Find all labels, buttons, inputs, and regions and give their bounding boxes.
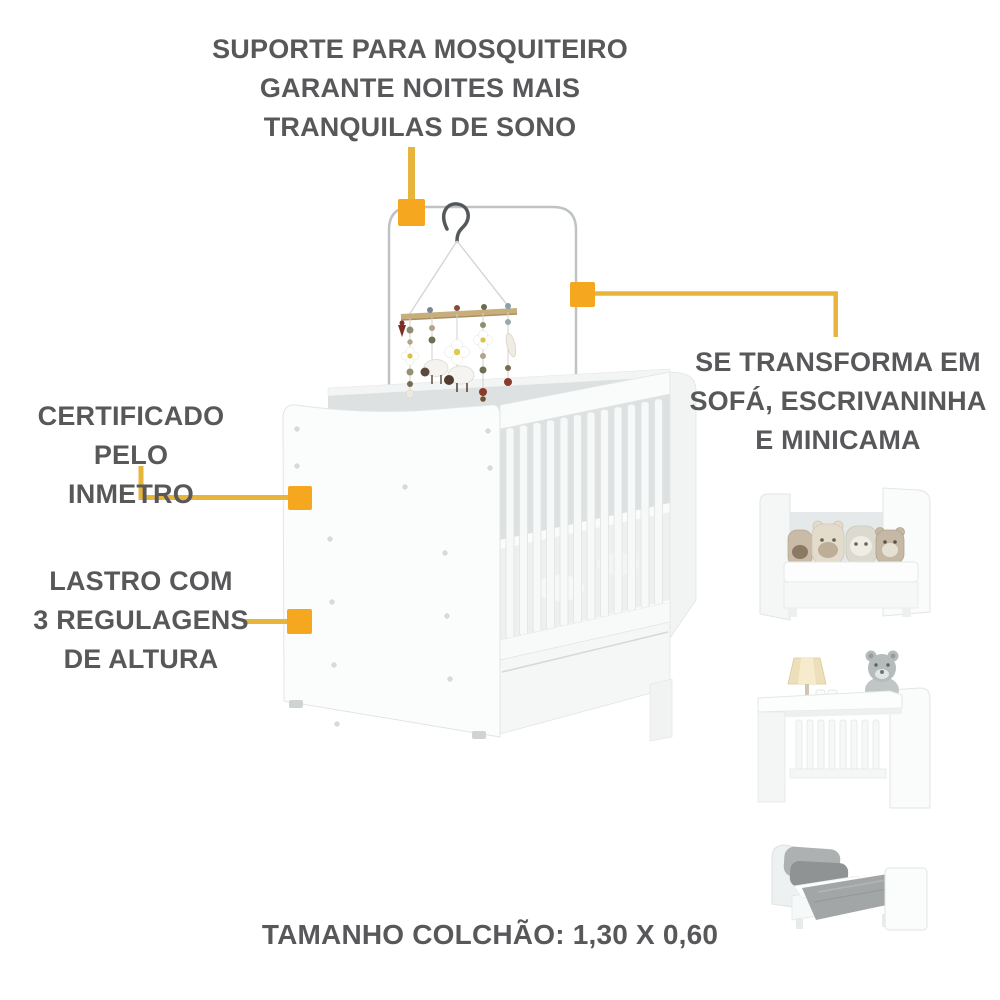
crib-side-panel xyxy=(282,404,501,739)
callout-connector-transforma xyxy=(570,282,838,337)
headline-line: SUPORTE PARA MOSQUITEIRO xyxy=(212,34,628,64)
callout-line: SE TRANSFORMA EM xyxy=(695,347,981,377)
callout-connector-lastro xyxy=(243,609,312,634)
headline-line: GARANTE NOITES MAIS xyxy=(259,73,581,103)
callout-line: DE ALTURA xyxy=(63,644,219,674)
callout-inmetro: CERTIFICADO PELO INMETRO xyxy=(0,397,262,514)
callout-marker xyxy=(287,609,312,634)
callout-line: 3 REGULAGENS xyxy=(33,605,249,635)
variant-sofa-image xyxy=(759,487,931,621)
mobile-daisies xyxy=(400,330,493,366)
mobile-beads xyxy=(405,319,512,402)
headline-line: TRANQUILAS DE SONO xyxy=(263,112,577,142)
callout-lastro: LASTRO COM 3 REGULAGENS DE ALTURA xyxy=(10,562,272,679)
headline-mosquito-net: SUPORTE PARA MOSQUITEIRO GARANTE NOITES … xyxy=(120,30,720,147)
baby-mobile xyxy=(398,240,518,402)
desk-slats xyxy=(795,719,880,771)
callout-line: SOFÁ, ESCRIVANINHA xyxy=(689,386,987,416)
callout-line: LASTRO COM xyxy=(49,566,233,596)
callout-marker xyxy=(398,199,425,226)
callout-connector-mosquito xyxy=(398,147,425,226)
callout-marker xyxy=(570,282,595,307)
sofa-pillows xyxy=(787,520,905,567)
variant-minibed-image xyxy=(771,844,928,931)
crib-illustration xyxy=(282,368,697,742)
callout-marker xyxy=(288,486,312,510)
callout-connector-inmetro xyxy=(138,466,312,510)
callout-line: INMETRO xyxy=(68,479,194,509)
callout-transforma: SE TRANSFORMA EM SOFÁ, ESCRIVANINHA E MI… xyxy=(688,343,988,460)
mobile-sheep xyxy=(420,359,475,392)
variant-desk-image xyxy=(757,650,931,809)
callout-line: CERTIFICADO PELO xyxy=(37,401,225,470)
callout-line: E MINICAMA xyxy=(755,425,921,455)
mosquito-net-support-arch xyxy=(387,205,578,410)
mobile-leaf xyxy=(505,332,517,358)
hanger-hook-icon xyxy=(442,202,470,243)
crib-slats xyxy=(505,398,663,640)
footer-mattress-size: TAMANHO COLCHÃO: 1,30 X 0,60 xyxy=(261,919,719,950)
